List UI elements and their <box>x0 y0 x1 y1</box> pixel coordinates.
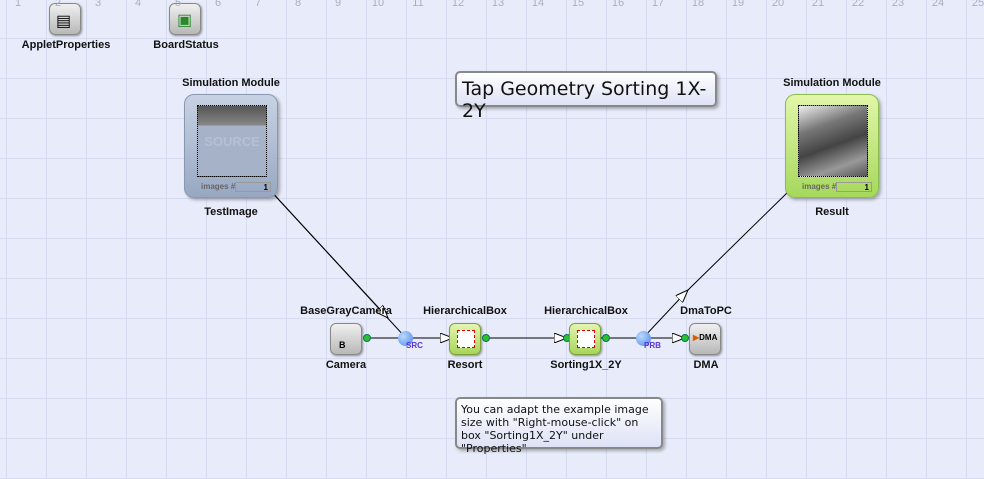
images-count-value: 1 <box>836 182 872 192</box>
sorting-type: HierarchicalBox <box>544 305 628 317</box>
images-count-value: 1 <box>235 182 271 192</box>
hint-note[interactable]: You can adapt the example image size wit… <box>455 397 663 455</box>
hierarchy-icon <box>577 330 595 348</box>
title-note[interactable]: Tap Geometry Sorting 1X-2Y <box>455 71 717 122</box>
hint-text: You can adapt the example image size wit… <box>461 403 649 455</box>
sorting-name: Sorting1X_2Y <box>550 359 622 371</box>
testimage-header: Simulation Module <box>182 77 280 89</box>
sorting-box[interactable] <box>569 323 601 355</box>
link-prb-result <box>642 189 791 339</box>
applet-properties-label: AppletProperties <box>21 39 111 51</box>
source-watermark: SOURCE <box>204 134 260 149</box>
dma-in-port[interactable] <box>681 334 689 342</box>
src-tag: SRC <box>406 341 423 350</box>
camera-icon: B <box>339 340 346 350</box>
window-icon: ▤ <box>56 13 72 30</box>
camera-box[interactable]: B <box>330 323 362 355</box>
result-name: Result <box>815 206 849 218</box>
board-status-label: BoardStatus <box>153 39 219 51</box>
dma-box[interactable]: ▶DMA <box>689 323 721 355</box>
board-thermometer-icon: ▣ <box>177 12 193 29</box>
resort-box[interactable] <box>449 323 481 355</box>
dma-icon: ▶DMA <box>693 333 718 342</box>
title-text: Tap Geometry Sorting 1X-2Y <box>462 78 707 122</box>
resort-type: HierarchicalBox <box>423 305 507 317</box>
dma-glyph: DMA <box>699 333 718 342</box>
camera-out-port[interactable] <box>363 334 371 342</box>
dma-type: DmaToPC <box>680 305 732 317</box>
testimage-name: TestImage <box>204 206 258 218</box>
source-preview: SOURCE <box>197 105 267 177</box>
prb-probe[interactable] <box>636 331 651 346</box>
result-header: Simulation Module <box>783 77 881 89</box>
applet-properties-button[interactable]: ▤ <box>49 3 81 35</box>
images-count-label: images # <box>201 182 236 191</box>
hierarchy-icon <box>457 330 475 348</box>
src-probe[interactable] <box>398 331 413 346</box>
images-count-label: images # <box>802 182 837 191</box>
resort-out-port[interactable] <box>482 334 490 342</box>
prb-tag: PRB <box>644 341 661 350</box>
board-status-button[interactable]: ▣ <box>169 3 201 35</box>
camera-type: BaseGrayCamera <box>300 305 392 317</box>
testimage-module[interactable]: SOURCE images # 1 <box>184 94 278 198</box>
result-module[interactable]: images # 1 <box>785 94 879 198</box>
result-preview <box>798 105 868 177</box>
dma-name: DMA <box>693 359 719 371</box>
link-testimage-arrow <box>267 187 388 318</box>
camera-name: Camera <box>325 359 367 371</box>
resort-name: Resort <box>447 359 483 371</box>
sorting-out-port[interactable] <box>602 334 610 342</box>
